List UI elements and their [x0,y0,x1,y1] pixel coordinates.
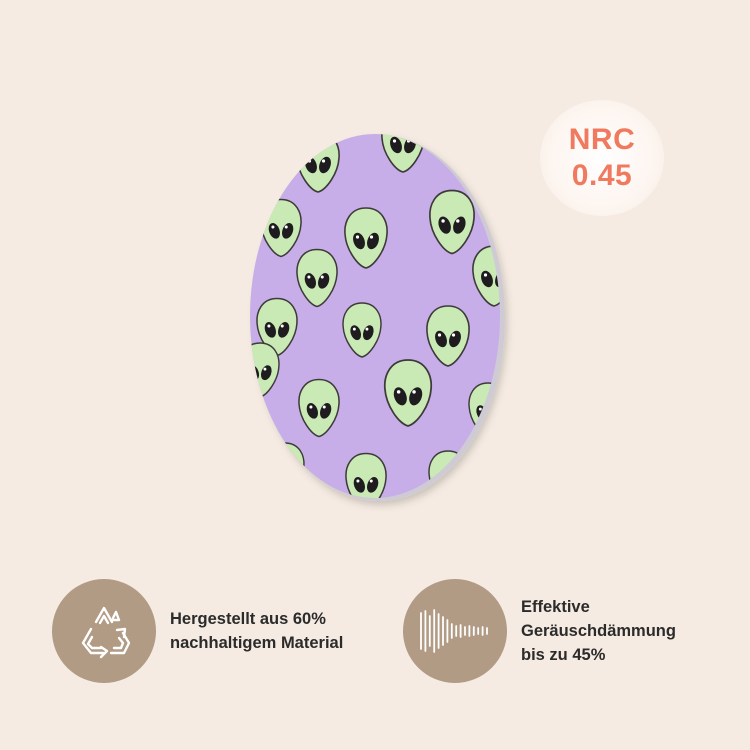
sound-wave-icon-circle [403,579,507,683]
sound-wave-over-panel [250,235,360,400]
feature-recycled-line-1: Hergestellt aus 60% [170,610,326,628]
nrc-badge: NRC 0.45 [540,100,664,216]
alien-head [298,378,340,438]
feature-noise-line-2: Geräuschdämmung [521,622,676,640]
feature-recycled-text: Hergestellt aus 60% nachhaltigem Materia… [170,607,343,655]
feature-noise-reduction: Effektive Geräuschdämmung bis zu 45% [403,579,676,683]
feature-recycled: Hergestellt aus 60% nachhaltigem Materia… [52,579,343,683]
sound-wave-icon [420,609,488,653]
feature-noise-line-1: Effektive [521,598,590,616]
recycle-icon [81,606,131,659]
feature-noise-line-3: bis zu 45% [521,646,606,664]
feature-recycled-line-2: nachhaltigem Material [170,634,344,652]
nrc-value: 0.45 [571,159,633,192]
sound-wave-left [65,207,250,433]
alien-head [426,305,470,367]
alien-head [265,442,305,498]
alien-head [344,207,388,269]
sound-wave-right [504,278,673,351]
nrc-label: NRC [568,123,636,156]
alien-head [383,359,433,427]
alien-head [429,189,475,255]
feature-noise-reduction-text: Effektive Geräuschdämmung bis zu 45% [521,595,676,667]
alien-head [345,452,387,498]
recycle-icon-circle [52,579,156,683]
